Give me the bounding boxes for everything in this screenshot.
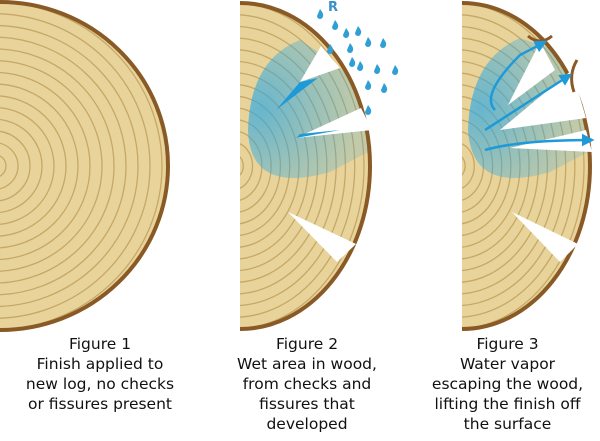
vapor-arrow: [484, 73, 573, 132]
finish-layer: [461, 1, 592, 331]
figure-2-line: developed: [266, 415, 348, 433]
figure-3-line: lifting the finish off: [434, 395, 581, 413]
vapor-arrow: [489, 40, 548, 111]
raindrop-icon: [355, 26, 362, 36]
growth-ring: [0, 153, 7, 179]
log-body: [240, 3, 370, 329]
growth-ring: [0, 59, 103, 273]
caption-figure-2: Figure 2 Wet area in wood, from checks a…: [207, 334, 407, 434]
figure-1-title: Figure 1: [68, 335, 132, 353]
raindrop-icon: [365, 37, 372, 47]
growth-ring: [0, 24, 139, 308]
growth-ring: [462, 142, 475, 190]
growth-ring: [0, 71, 91, 261]
raindrop-icon: [343, 28, 350, 38]
caption-figure-1: Figure 1 Finish applied to new log, no c…: [0, 334, 200, 414]
raindrop-icon: [380, 38, 387, 48]
raindrop-icon: [327, 44, 334, 54]
check-fissure: [508, 42, 555, 105]
growth-ring: [0, 83, 79, 249]
figure-3-line: Water vapor: [459, 355, 556, 373]
growth-ring: [240, 142, 254, 190]
growth-ring: [0, 95, 67, 237]
growth-ring: [0, 2, 163, 330]
check-fissure: [288, 212, 356, 262]
growth-ring: [0, 141, 19, 191]
raindrop-icon: [317, 9, 324, 19]
raindrop-icon: [347, 43, 354, 53]
growth-ring: [462, 3, 585, 329]
raindrop-icon: [357, 61, 364, 71]
raindrop-icon: [349, 57, 356, 67]
growth-ring: [0, 118, 43, 214]
check-fissure: [300, 46, 340, 82]
raindrop-icon: [374, 64, 381, 74]
growth-ring: [240, 13, 356, 319]
caption-figure-3: Figure 3 Water vapor escaping the wood, …: [410, 334, 600, 434]
figure-3-line: escaping the wood,: [431, 375, 584, 393]
growth-ring: [0, 48, 115, 284]
growth-ring: [240, 3, 365, 329]
raindrop-icon: [381, 83, 388, 93]
rain-label: R: [328, 0, 339, 15]
water-flow-arrow: [296, 130, 340, 138]
figure-1-line: or fissures present: [27, 395, 172, 413]
check-fissure: [296, 108, 372, 138]
figure-2-line: Wet area in wood,: [237, 355, 377, 373]
figure-2-line: from checks and: [242, 375, 372, 393]
wood-cross-section: [0, 2, 168, 330]
water-flow-arrow: [276, 78, 318, 110]
growth-ring: [462, 153, 466, 179]
growth-ring: [0, 106, 55, 226]
vapor-arrow: [484, 133, 595, 152]
growth-ring: [462, 13, 576, 319]
growth-ring: [0, 13, 151, 319]
log-figure-1: [0, 0, 170, 332]
figure-1-line: new log, no checks: [25, 375, 175, 393]
growth-ring: [462, 25, 567, 307]
figure-2-title: Figure 2: [275, 335, 339, 353]
figure-1-line: Finish applied to: [36, 355, 164, 373]
log-body: [0, 2, 168, 330]
figure-3-title: Figure 3: [476, 335, 539, 353]
log-figure-2: [239, 1, 372, 331]
wet-area: [248, 40, 370, 178]
figure-2-line: fissures that: [259, 395, 355, 413]
growth-ring: [240, 153, 244, 179]
finish-layer: [0, 0, 170, 332]
raindrop-icon: [392, 65, 399, 75]
raindrop-icon: [332, 20, 339, 30]
figure-3-line: the surface: [463, 415, 552, 433]
growth-ring: [240, 25, 347, 307]
raindrop-icon: [365, 105, 372, 115]
check-fissure: [512, 212, 578, 262]
growth-ring: [0, 36, 127, 296]
raindrop-icon: [365, 80, 372, 90]
growth-ring: [0, 130, 31, 202]
finish-layer: [239, 1, 372, 331]
